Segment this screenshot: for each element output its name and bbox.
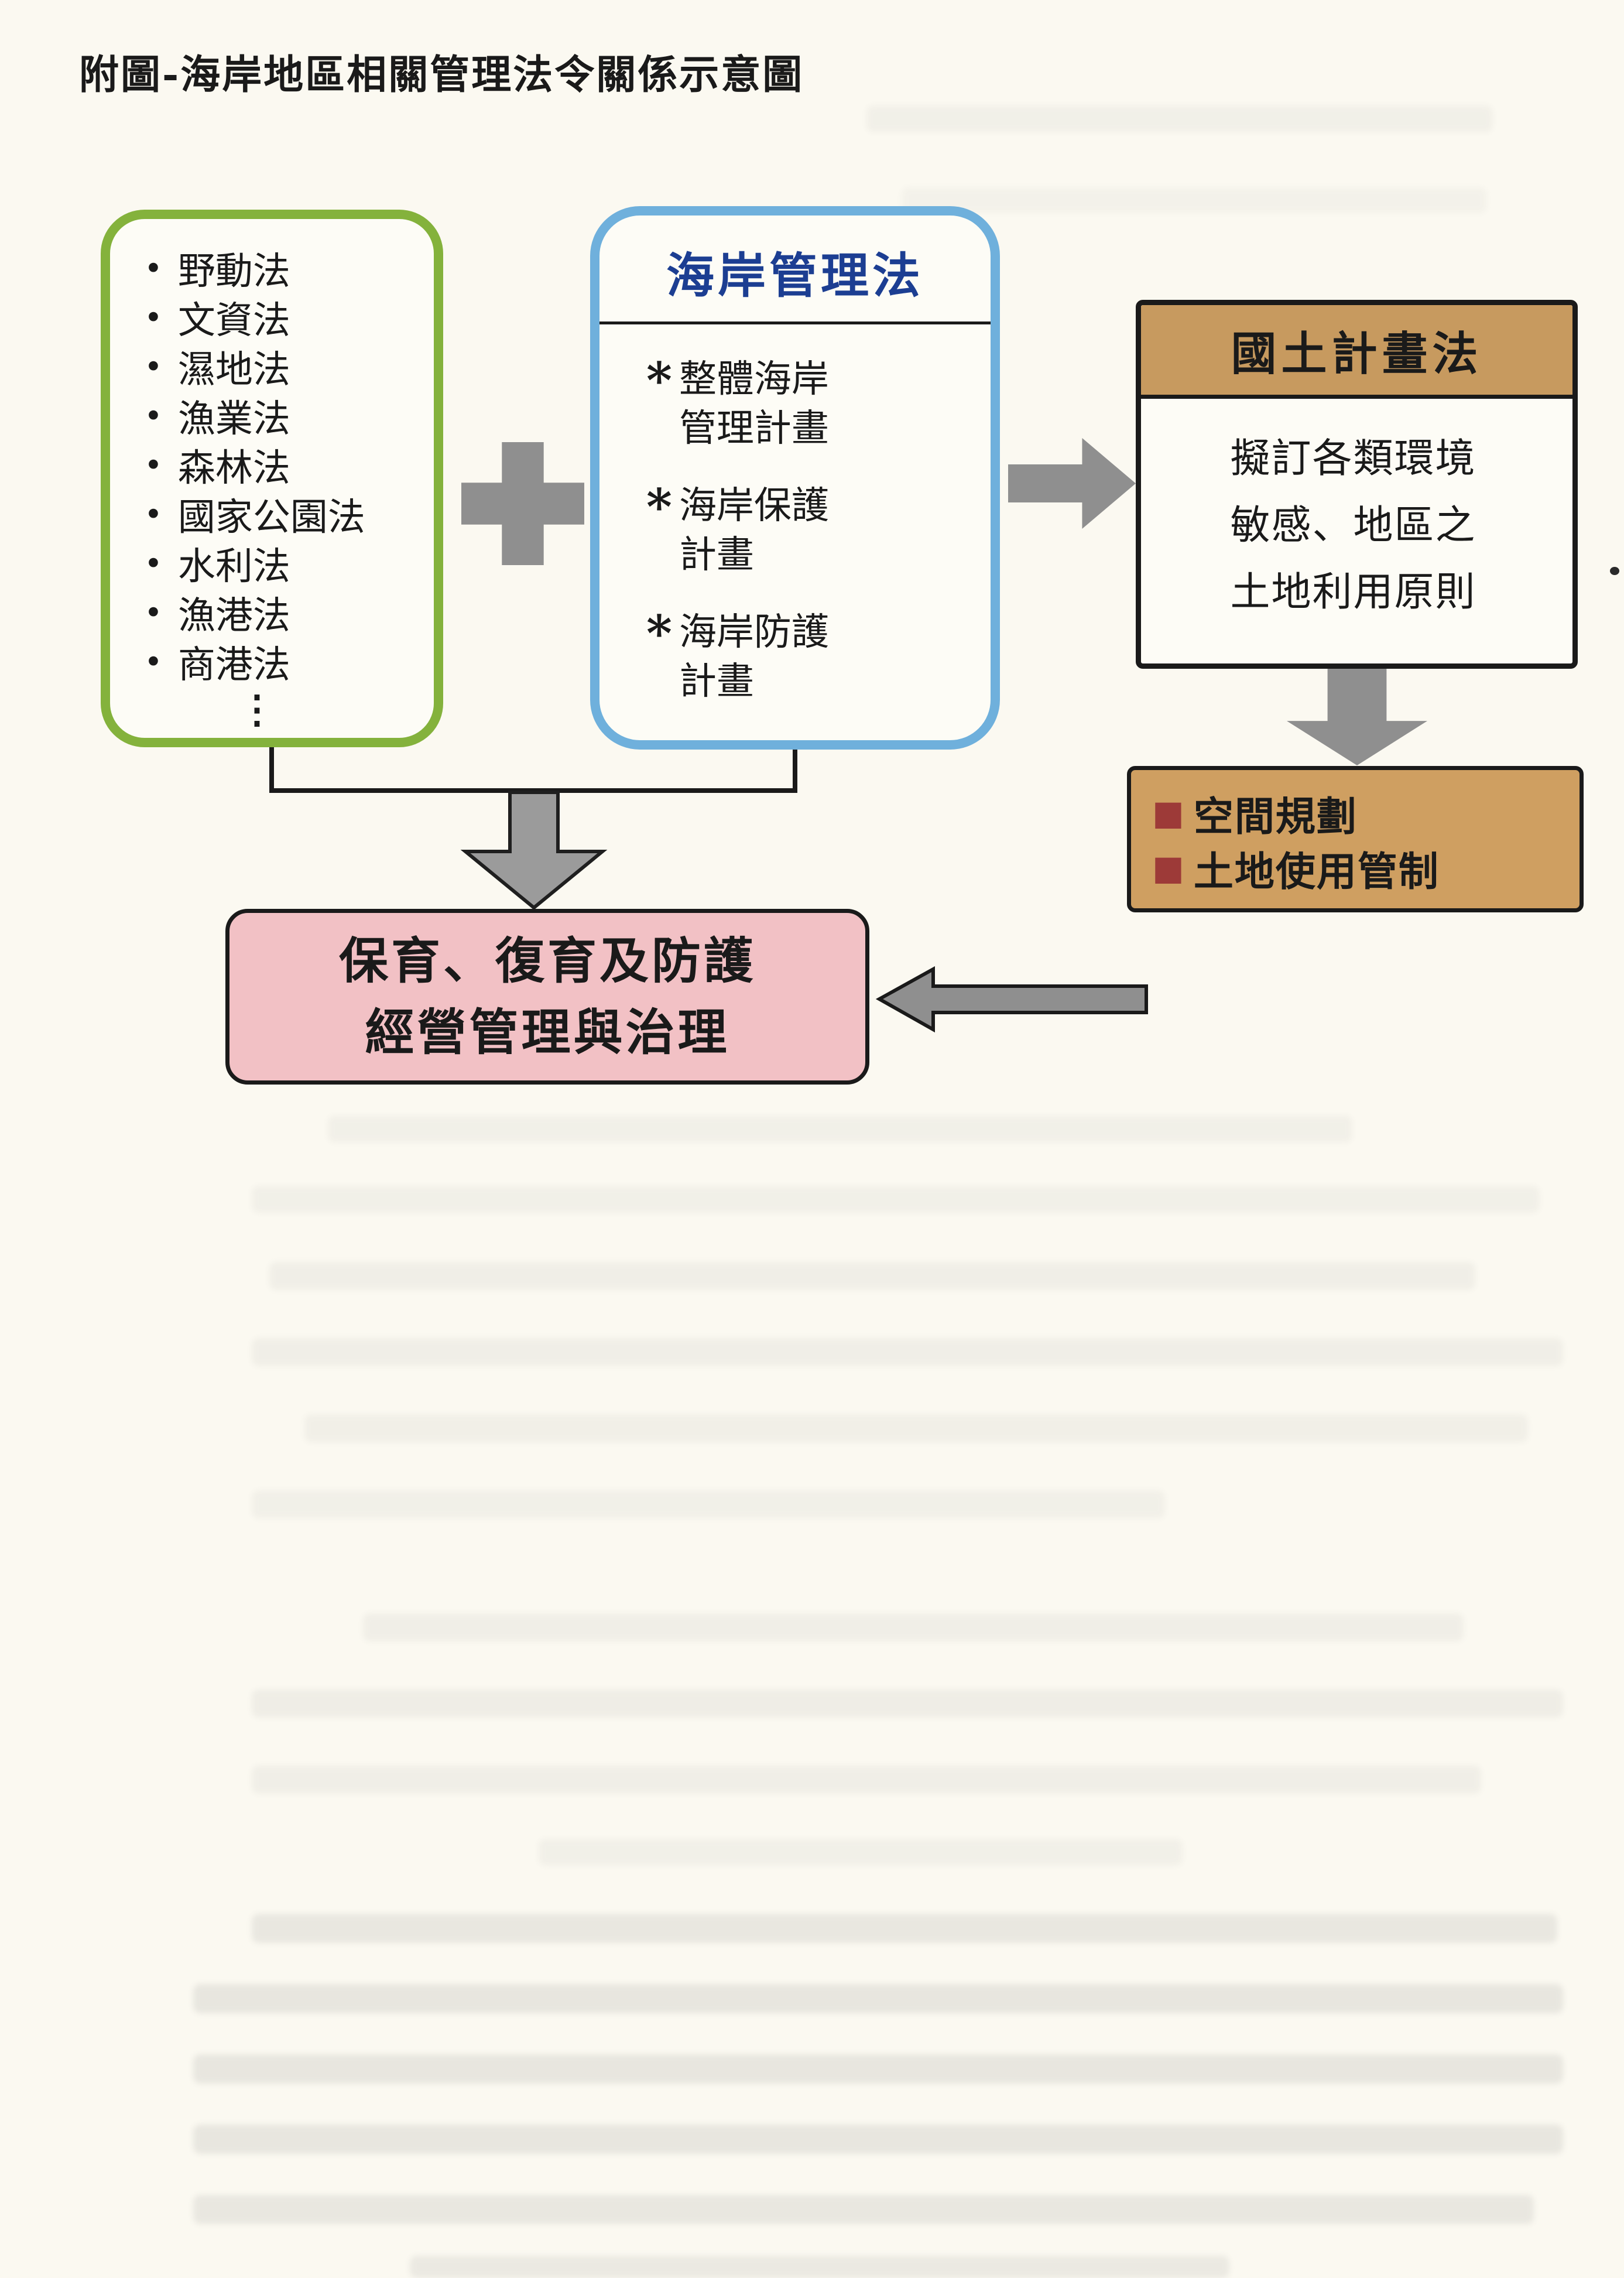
square-bullet-icon: ■	[1152, 848, 1186, 888]
bleedthrough-line	[252, 1766, 1481, 1794]
bleedthrough-line	[866, 105, 1493, 132]
bleedthrough-line	[252, 1186, 1540, 1213]
law-item: • 文資法	[144, 293, 434, 343]
planning-box: ■空間規劃 ■土地使用管制	[1127, 766, 1584, 912]
coastal-act-item-label: 整體海岸管理計畫	[679, 358, 829, 450]
bleedthrough-line	[252, 1914, 1557, 1943]
bullet-dot-icon: •	[144, 643, 163, 680]
law-item: • 國家公園法	[144, 490, 434, 540]
law-list: • 野動法 • 文資法 • 濕地法 • 漁業法 • 森林法 • 國家公園法 • 水利法 • 漁港…	[144, 244, 434, 737]
law-label: 漁業法	[177, 398, 290, 441]
law-label: 野動法	[177, 250, 290, 293]
outcome-line: 保育、復育及防護	[338, 932, 756, 990]
national-land-act-box: 國土計畫法 擬訂各類環境敏感、地區之土地利用原則	[1136, 300, 1578, 669]
bleedthrough-line	[539, 1839, 1183, 1866]
scan-speck	[1610, 567, 1619, 575]
national-land-act-title: 國土計畫法	[1141, 305, 1572, 399]
arrow-left-outline-icon	[875, 966, 1148, 1033]
bleedthrough-line	[193, 2195, 1534, 2224]
outcome-line: 經營管理與治理	[365, 1003, 730, 1061]
law-item: • 商港法	[144, 637, 434, 687]
bullet-dot-icon: •	[144, 299, 163, 336]
page-title: 附圖-海岸地區相關管理法令關係示意圖	[79, 52, 804, 98]
law-label: 森林法	[177, 447, 290, 490]
connector-line	[269, 745, 274, 792]
bullet-dot-icon: •	[144, 249, 163, 287]
asterisk-icon: *	[646, 351, 672, 409]
asterisk-icon: *	[646, 604, 672, 662]
coastal-act-item: *海岸防護計畫	[646, 608, 991, 706]
law-label: 國家公園法	[177, 496, 365, 539]
bullet-dot-icon: •	[144, 495, 163, 533]
coastal-act-items: *整體海岸管理計畫 *海岸保護計畫 *海岸防護計畫	[599, 324, 991, 706]
national-land-act-text: 擬訂各類環境敏感、地區之土地利用原則	[1230, 436, 1476, 615]
plus-icon	[461, 442, 584, 565]
bleedthrough-line	[363, 1613, 1464, 1641]
bullet-dot-icon: •	[144, 545, 163, 582]
bullet-dot-icon: •	[144, 446, 163, 484]
arrow-right-icon	[1008, 438, 1136, 529]
arrow-down-outline-icon	[460, 791, 608, 910]
national-land-act-body: 擬訂各類環境敏感、地區之土地利用原則	[1141, 399, 1572, 626]
law-label: 商港法	[177, 644, 290, 687]
law-item: • 漁業法	[144, 391, 434, 442]
bleedthrough-line	[304, 1414, 1528, 1442]
arrow-down-icon	[1287, 669, 1427, 765]
law-item: • 漁港法	[144, 588, 434, 638]
related-laws-box: • 野動法 • 文資法 • 濕地法 • 漁業法 • 森林法 • 國家公園法 • 水利法 • 漁港…	[101, 210, 443, 747]
law-label: 濕地法	[177, 348, 290, 392]
bleedthrough-line	[193, 1984, 1563, 2013]
law-label: 文資法	[177, 299, 290, 343]
bleedthrough-line	[252, 1490, 1165, 1518]
law-item: • 野動法	[144, 244, 434, 294]
bleedthrough-line	[252, 1689, 1563, 1718]
outcome-box: 保育、復育及防護 經營管理與治理	[225, 909, 869, 1085]
bleedthrough-line	[252, 1338, 1563, 1366]
planning-item: ■空間規劃	[1152, 785, 1580, 840]
bleedthrough-line	[193, 2125, 1563, 2154]
law-label: 水利法	[177, 545, 290, 589]
law-item: • 水利法	[144, 539, 434, 589]
law-list-ellipsis: ⋮	[238, 686, 277, 732]
coastal-act-item: *海岸保護計畫	[646, 481, 991, 580]
bullet-dot-icon: •	[144, 594, 163, 631]
bleedthrough-line	[410, 2256, 1229, 2278]
law-item: • 濕地法	[144, 342, 434, 392]
square-bullet-icon: ■	[1152, 793, 1186, 833]
planning-item-label: 土地使用管制	[1193, 848, 1440, 895]
coastal-act-item: *整體海岸管理計畫	[646, 355, 991, 453]
bleedthrough-line	[193, 2054, 1563, 2084]
coastal-act-title: 海岸管理法	[666, 248, 924, 304]
law-label: 漁港法	[177, 594, 290, 638]
coastal-act-item-label: 海岸防護計畫	[679, 611, 829, 703]
divider	[599, 321, 991, 324]
planning-item-label: 空間規劃	[1193, 793, 1358, 840]
bleedthrough-line	[269, 1262, 1475, 1290]
coastal-act-item-label: 海岸保護計畫	[679, 484, 829, 577]
bullet-dot-icon: •	[144, 397, 163, 435]
bleedthrough-line	[328, 1116, 1352, 1143]
planning-item: ■土地使用管制	[1152, 840, 1580, 895]
coastal-act-box: 海岸管理法 *整體海岸管理計畫 *海岸保護計畫 *海岸防護計畫	[590, 206, 1000, 750]
bullet-dot-icon: •	[144, 348, 163, 385]
asterisk-icon: *	[646, 478, 672, 536]
connector-line	[793, 747, 797, 792]
bleedthrough-line	[902, 187, 1487, 213]
law-item: • 森林法	[144, 440, 434, 491]
